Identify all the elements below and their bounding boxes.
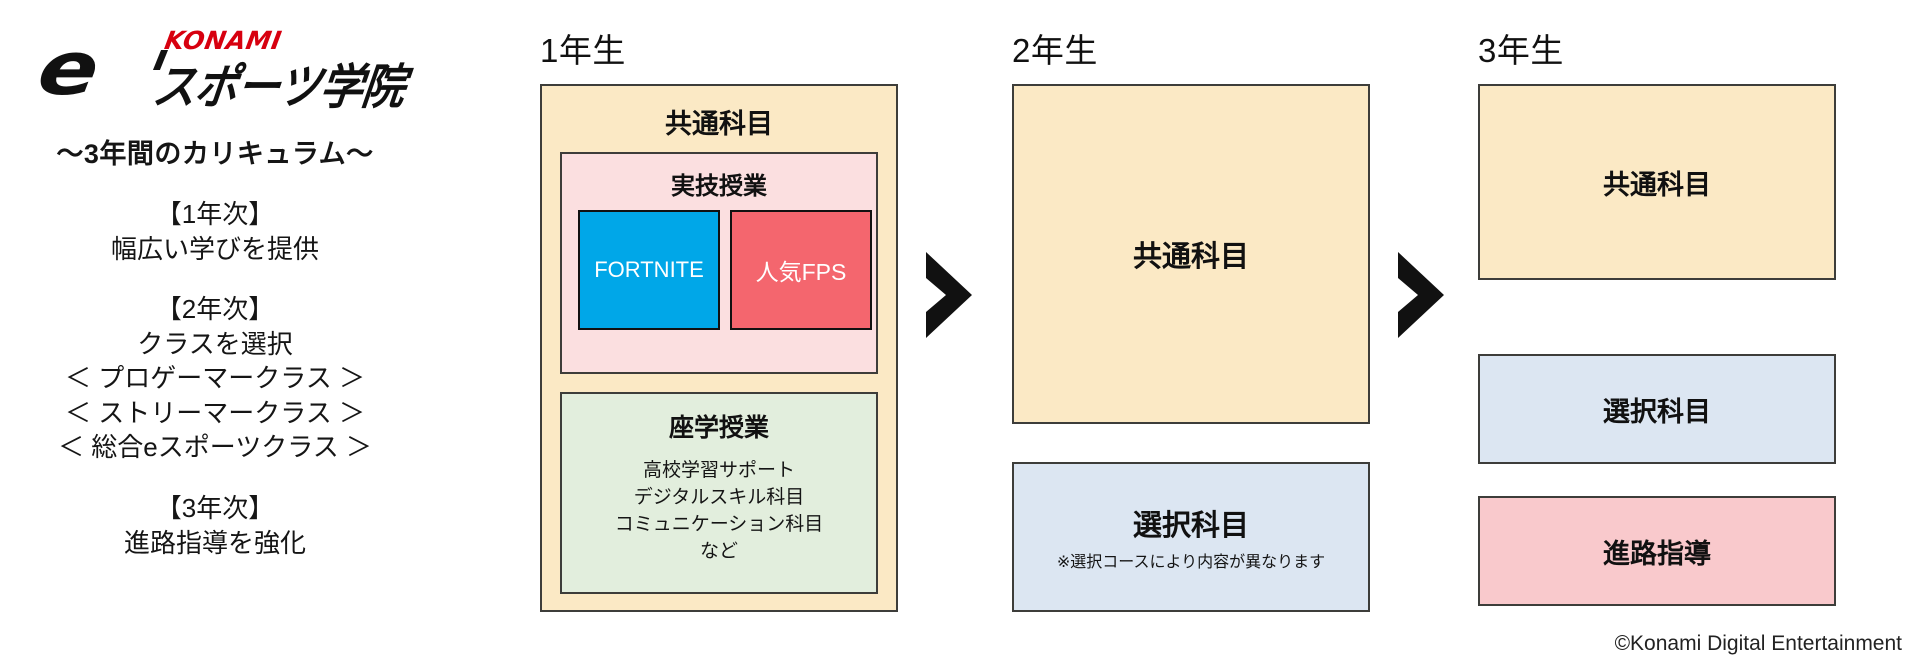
game-card-fortnite: FORTNITE	[578, 210, 720, 330]
year1-common-label: 共通科目	[665, 109, 773, 139]
column-heading-year1: 1年生	[540, 32, 626, 69]
year2-common-subjects-box: 共通科目	[1012, 84, 1370, 424]
summary-year3-line-0: 進路指導を強化	[123, 527, 306, 558]
year3-guidance-label: 進路指導	[1603, 538, 1711, 569]
column-heading-year2: 2年生	[1012, 32, 1098, 69]
summary-year2-line-1: ＜ プロゲーマークラス ＞	[65, 363, 365, 394]
chevron-right-icon-1	[920, 250, 980, 340]
year3-common-subjects-box: 共通科目	[1478, 84, 1836, 280]
summary-year3-head: 【3年次】	[155, 493, 275, 524]
copyright-notice: ©Konami Digital Entertainment	[1614, 632, 1902, 655]
summary-year2-line-2: ＜ ストリーマークラス ＞	[65, 397, 365, 428]
year3-common-label: 共通科目	[1603, 169, 1711, 200]
konami-esports-academy-logo: e KONAMI スポーツ学院	[25, 20, 408, 115]
logo-japanese-text: スポーツ学院	[149, 61, 408, 115]
left-summary-panel: e KONAMI スポーツ学院 〜3年間のカリキュラム〜 【1年次】 幅広い学び…	[0, 0, 430, 664]
year1-lecture-title: 座学授業	[668, 414, 769, 442]
logo-konami-text: KONAMI	[162, 26, 285, 55]
year1-lecture-body: 高校学習サポートデジタルスキル科目コミュニケーション科目など	[614, 460, 824, 562]
year2-elective-note: ※選択コースにより内容が異なります	[1056, 554, 1326, 571]
year2-common-label: 共通科目	[1132, 241, 1249, 273]
year2-elective-label: 選択科目	[1132, 510, 1249, 542]
summary-year2-line-3: ＜ 総合eスポーツクラス ＞	[58, 432, 372, 463]
summary-year1: 【1年次】 幅広い学びを提供	[111, 197, 319, 266]
chevron-right-icon-2	[1392, 250, 1452, 340]
summary-year2: 【2年次】 クラスを選択 ＜ プロゲーマークラス ＞ ＜ ストリーマークラス ＞…	[58, 292, 372, 465]
year2-elective-subjects-box: 選択科目 ※選択コースにより内容が異なります	[1012, 462, 1370, 612]
summary-year2-line-0: クラスを選択	[137, 328, 293, 359]
curriculum-title: 〜3年間のカリキュラム〜	[56, 139, 374, 169]
game-card-popular-fps: 人気FPS	[730, 210, 872, 330]
year1-game-row: FORTNITE 人気FPS	[578, 210, 872, 330]
year3-career-guidance-box: 進路指導	[1478, 496, 1836, 606]
logo-e-mark: e	[32, 26, 98, 112]
year1-practice-title: 実技授業	[671, 173, 767, 200]
year1-lecture-box: 座学授業 高校学習サポートデジタルスキル科目コミュニケーション科目など	[560, 392, 878, 594]
year3-elective-subjects-box: 選択科目	[1478, 354, 1836, 464]
year3-elective-label: 選択科目	[1603, 396, 1711, 427]
summary-year2-head: 【2年次】	[155, 294, 275, 325]
year1-common-subjects-box: 共通科目 実技授業 FORTNITE 人気FPS 座学授業 高校学習サポートデジ…	[540, 84, 898, 612]
summary-year3: 【3年次】 進路指導を強化	[124, 491, 306, 560]
column-heading-year3: 3年生	[1478, 32, 1564, 69]
year1-practice-box: 実技授業 FORTNITE 人気FPS	[560, 152, 878, 374]
summary-year1-head: 【1年次】	[155, 199, 275, 229]
summary-year1-line-0: 幅広い学びを提供	[110, 233, 319, 264]
